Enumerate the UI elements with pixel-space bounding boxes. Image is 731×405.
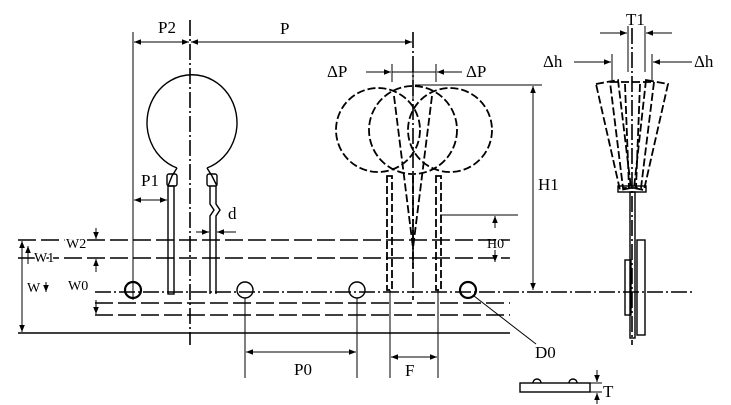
component-1 [146, 74, 238, 295]
component-1-right-foot [206, 173, 218, 187]
component-2-left-lead [386, 175, 393, 291]
component-1-left-lead [167, 185, 175, 295]
component-2-tilt-line-right [412, 95, 433, 249]
side-body-nominal [608, 81, 656, 189]
tape-cross-section-bump-right [568, 378, 578, 384]
label-h1: H1 [538, 175, 559, 194]
component-2-body-tilted-right [407, 87, 493, 173]
label-delta-h-left: Δh [543, 52, 563, 71]
label-f: F [405, 361, 414, 380]
side-lead [629, 191, 636, 339]
component-2-right-lead [435, 175, 442, 291]
sprocket-holes [123, 280, 478, 300]
d0-leader-line [473, 295, 537, 345]
label-p: P [280, 19, 289, 38]
side-carrier-tape [636, 239, 646, 336]
component-1-neck [167, 167, 218, 187]
label-delta-p-right: ΔP [466, 62, 486, 81]
side-body-inner-line-right [635, 83, 641, 189]
tape-cross-section-bump-left [532, 378, 542, 384]
label-w1: W1 [34, 251, 54, 266]
sprocket-hole [348, 281, 366, 299]
label-w: W [27, 281, 41, 296]
label-p2: P2 [158, 18, 176, 37]
label-delta-h-right: Δh [694, 52, 714, 71]
side-view [594, 28, 670, 345]
component-1-right-lead [209, 186, 221, 294]
side-body-inner-line-left [624, 83, 630, 189]
sprocket-hole [458, 280, 478, 300]
label-t1: T1 [626, 10, 645, 29]
sprocket-hole [236, 281, 254, 299]
label-d: d [228, 204, 237, 223]
label-p0: P0 [294, 360, 312, 379]
component-2 [335, 70, 493, 291]
label-w0: W0 [68, 279, 88, 294]
tape-cross-section [519, 382, 591, 393]
tape-thickness-detail [519, 370, 602, 404]
component-2-tilt-line-left [393, 95, 414, 249]
component-1-body [146, 74, 238, 169]
side-hold-down-tape [624, 259, 632, 316]
component-2-body-tilted-left [335, 87, 421, 173]
label-d0: D0 [535, 343, 556, 362]
label-delta-p-left: ΔP [327, 62, 347, 81]
label-t: T [603, 382, 614, 401]
label-p1: P1 [141, 171, 159, 190]
tape-lines [18, 239, 692, 334]
component-2-body-nominal [368, 85, 458, 175]
label-w2: W2 [66, 237, 86, 252]
label-h0: H0 [487, 237, 504, 252]
